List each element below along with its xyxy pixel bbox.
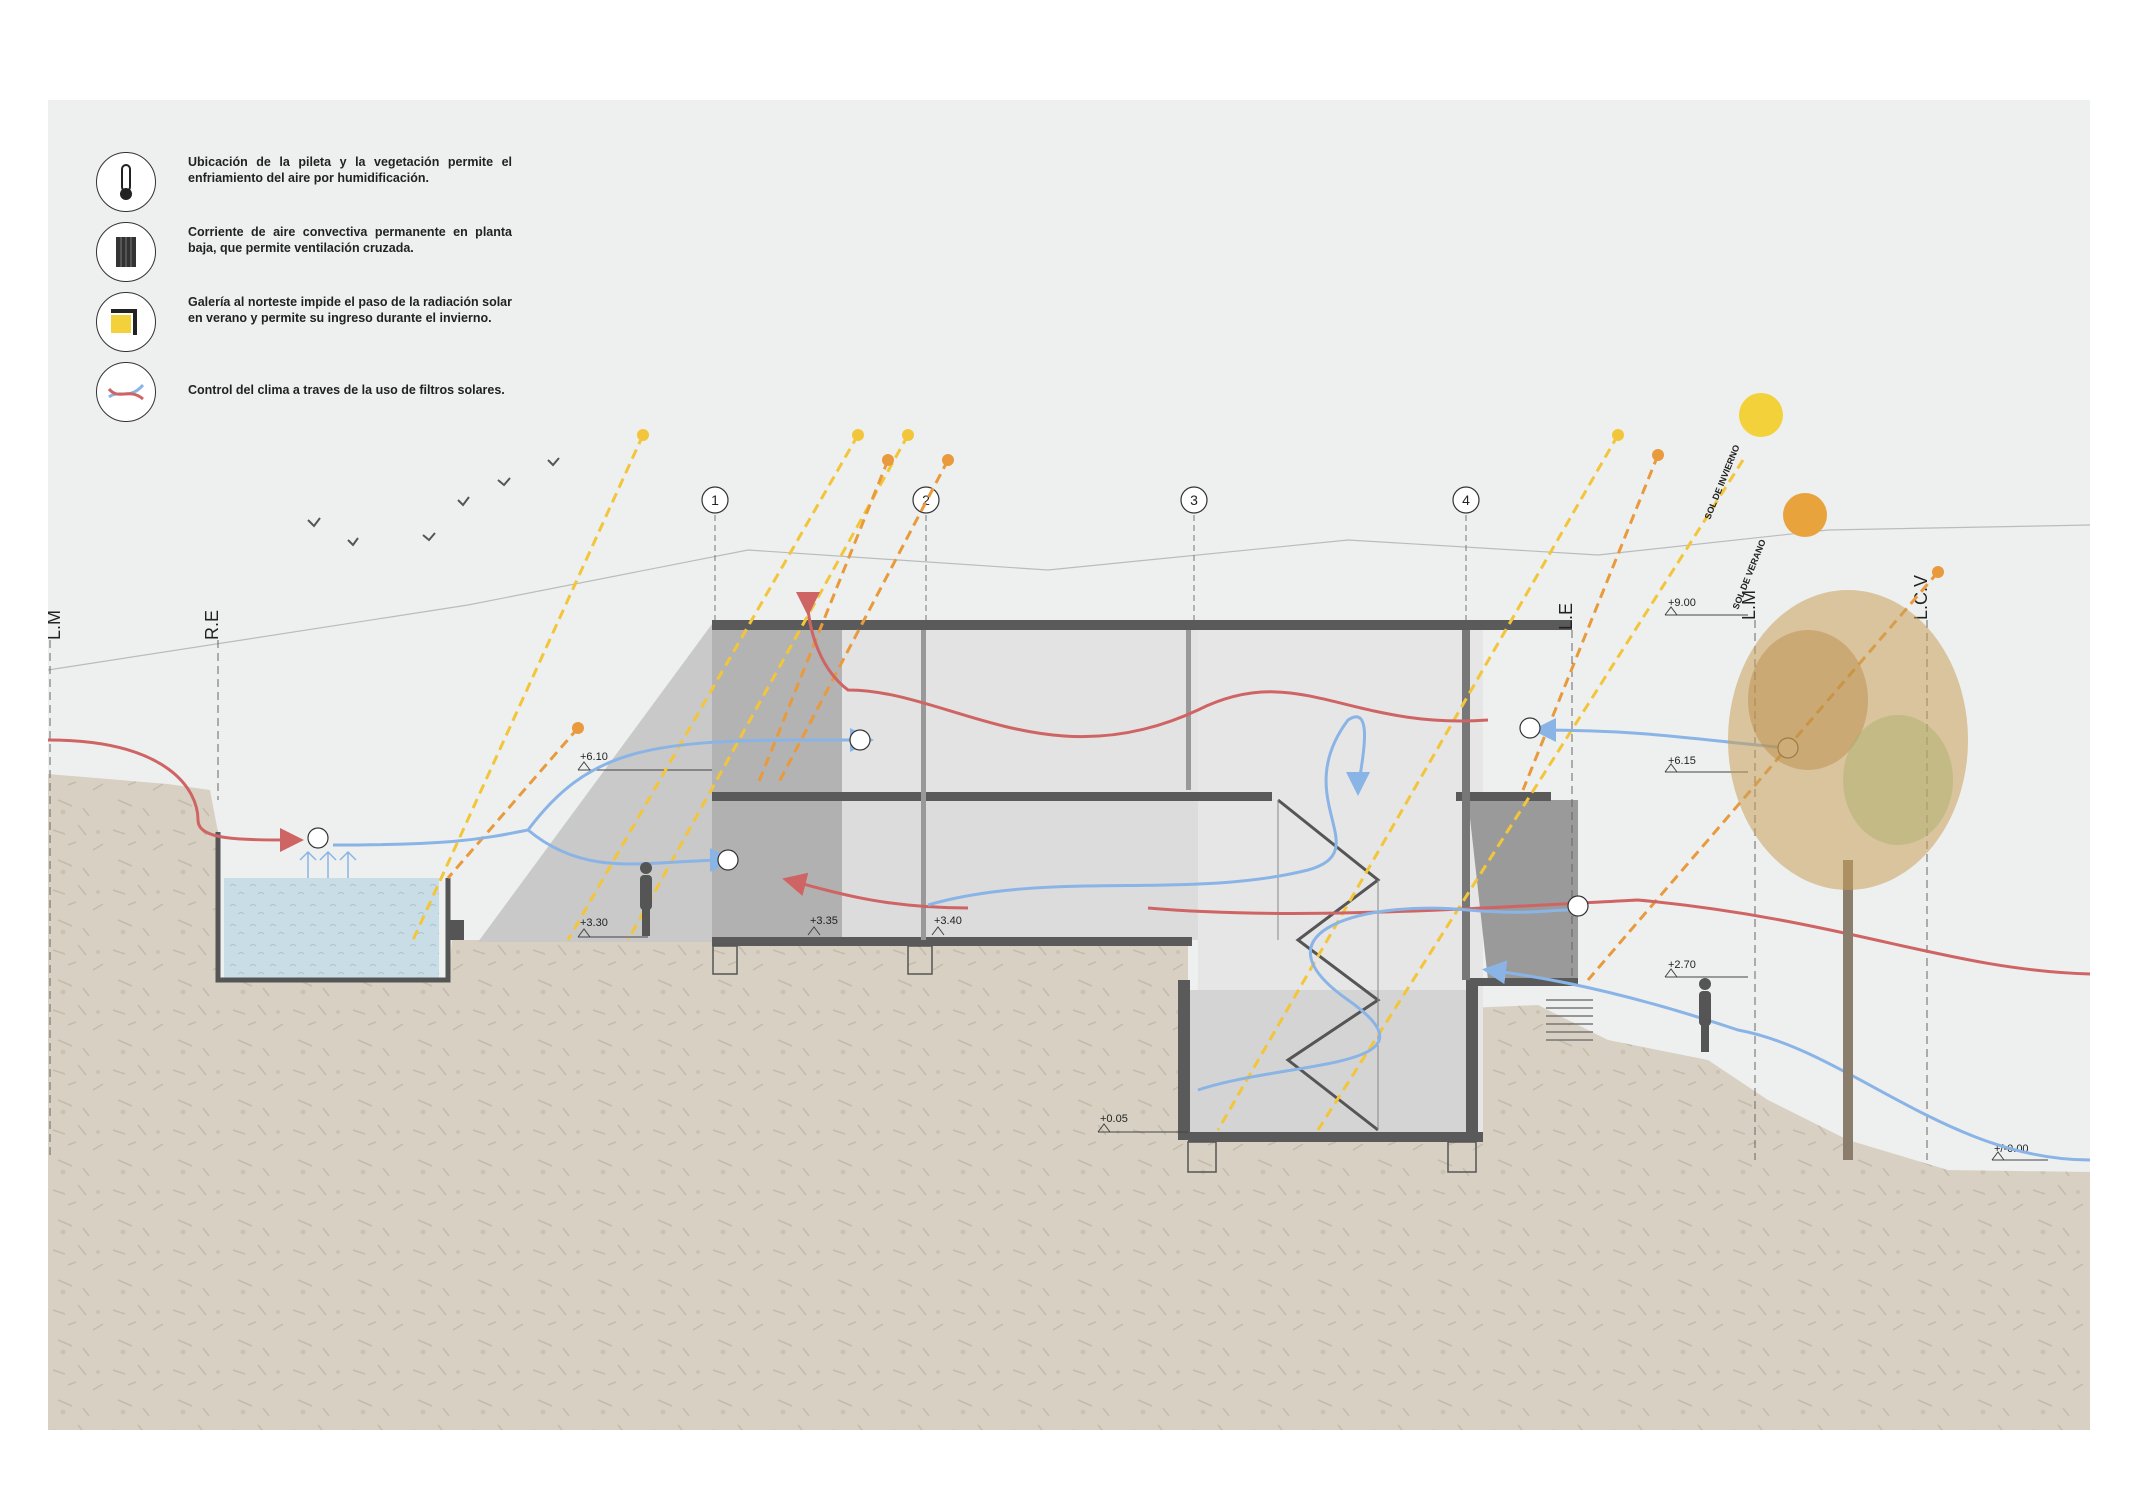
summer-sun-dots bbox=[572, 449, 1944, 734]
staircase bbox=[1277, 798, 1381, 1132]
entry-steps bbox=[1546, 999, 1593, 1041]
level-first-left: +6.10 bbox=[580, 751, 608, 763]
level-ground-mid: +3.35 bbox=[810, 915, 838, 927]
horizon-line bbox=[48, 524, 2090, 671]
boundary-label-lcv: L.C.V bbox=[1911, 575, 1931, 620]
airflow-arrows-icon bbox=[96, 362, 156, 422]
boundary-lines bbox=[49, 620, 1928, 1160]
person-figures bbox=[640, 862, 1711, 1052]
pool-water bbox=[224, 878, 439, 978]
cool-air-flows bbox=[332, 715, 2090, 1162]
winter-sun-dots bbox=[637, 429, 1624, 441]
gallery-corner-icon bbox=[96, 292, 156, 352]
grid-axis-label: 2 bbox=[922, 492, 930, 508]
tree bbox=[1728, 590, 1968, 1160]
radiator-icon bbox=[96, 222, 156, 282]
roof-slab bbox=[712, 620, 1572, 630]
winter-sun-rays bbox=[411, 434, 1745, 1131]
grid-axis-label: 1 bbox=[711, 492, 719, 508]
boundary-label-lm-right: L.M bbox=[1739, 590, 1759, 620]
level-ground-left: +3.30 bbox=[580, 917, 608, 929]
soil-mass bbox=[48, 774, 2090, 1430]
level-ground-hall: +3.40 bbox=[934, 915, 962, 927]
basement-slab bbox=[1188, 1132, 1483, 1142]
legend-text: Corriente de aire convectiva permanente … bbox=[188, 225, 512, 255]
legend-item: Corriente de aire convectiva permanente … bbox=[96, 222, 576, 292]
ground-floor-slab bbox=[712, 937, 1192, 946]
grid-axis-bubbles bbox=[701, 486, 1480, 514]
evaporation-arrows bbox=[299, 850, 357, 878]
thermometer-icon bbox=[96, 152, 156, 212]
level-basement: +0.05 bbox=[1100, 1113, 1128, 1125]
boundary-label-re: R.E bbox=[202, 610, 222, 640]
legend-item: Galería al norteste impide el paso de la… bbox=[96, 292, 576, 362]
legend-text: Ubicación de la pileta y la vegetación p… bbox=[188, 155, 512, 185]
level-roof: +9.00 bbox=[1668, 597, 1696, 609]
legend-text: Galería al norteste impide el paso de la… bbox=[188, 295, 512, 325]
upper-floor-slab bbox=[712, 792, 1272, 801]
grid-axes bbox=[714, 515, 1467, 620]
grid-axis-label: 4 bbox=[1462, 492, 1470, 508]
grid-axis-label: 3 bbox=[1190, 492, 1198, 508]
legend-item: Control del clima a traves de la uso de … bbox=[96, 362, 576, 432]
boundary-label-le: L.E bbox=[1556, 603, 1576, 630]
footings bbox=[712, 945, 1477, 1173]
level-markers bbox=[577, 606, 2048, 1161]
section-drawing: 1 2 3 4 L.M R.E L.E L.M L.C.V +9.00 +6.1… bbox=[48, 100, 2090, 1430]
boundary-label-lm-left: L.M bbox=[48, 610, 64, 640]
summer-sun-icon bbox=[1783, 493, 1827, 537]
birds bbox=[307, 457, 560, 547]
legend-text: Control del clima a traves de la uso de … bbox=[188, 383, 505, 397]
level-entry: +2.70 bbox=[1668, 959, 1696, 971]
level-first-right: +6.15 bbox=[1668, 755, 1696, 767]
warm-air-flows bbox=[48, 591, 2090, 976]
winter-sun-icon bbox=[1739, 393, 1783, 437]
legend-item: Ubicación de la pileta y la vegetación p… bbox=[96, 152, 576, 222]
